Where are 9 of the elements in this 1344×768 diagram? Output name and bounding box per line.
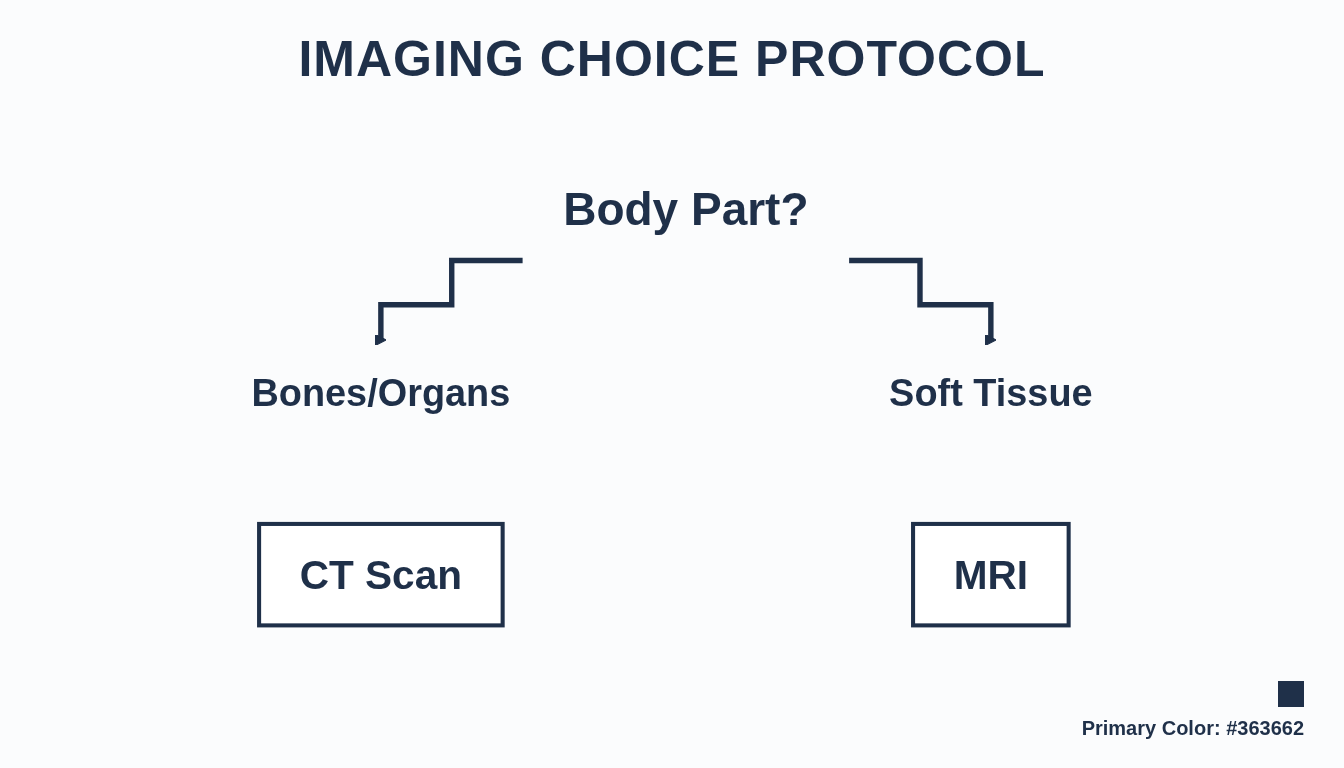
- node-text: Soft Tissue: [889, 372, 1093, 415]
- title: IMAGING CHOICE PROTOCOL: [297, 30, 1047, 88]
- node-text: Body Part?: [563, 183, 809, 235]
- legend-text: Primary Color: #363662: [1081, 717, 1304, 740]
- arrow: [849, 257, 997, 346]
- node-box: CT Scan: [257, 521, 505, 628]
- node-text: Bones/Organs: [251, 372, 511, 415]
- node-box: MRI: [911, 521, 1071, 628]
- arrow: [374, 257, 523, 346]
